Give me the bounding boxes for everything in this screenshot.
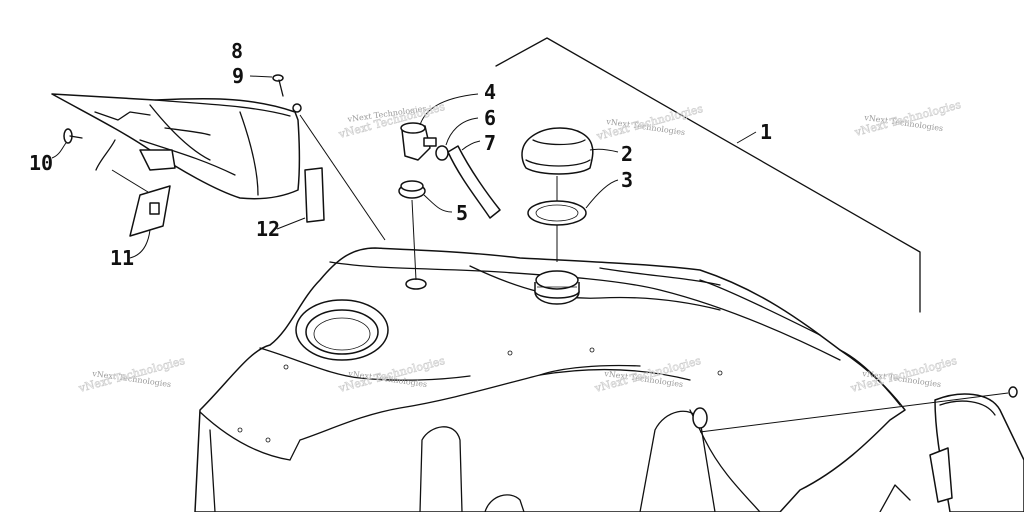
callouts: 1 2 3 4 5 6 7 8 9 10 11 12 [29,39,772,270]
screw-9 [249,74,284,97]
callout-5: 5 [456,201,468,225]
fuel-cap-2 [521,127,619,262]
callout-7: 7 [484,131,496,155]
callout-9: 9 [232,64,244,88]
callout-11: 11 [110,246,134,270]
hose-7 [447,140,501,219]
callout-4: 4 [484,80,496,104]
filter-strip-12 [276,167,325,230]
callout-6: 6 [484,106,496,130]
o-ring-3 [527,179,619,226]
side-panel [699,386,1024,512]
assembly-bracket [495,37,921,313]
callout-3: 3 [621,168,633,192]
fuel-tank [194,247,906,512]
callout-8: 8 [231,39,243,63]
callout-10: 10 [29,151,53,175]
callout-12: 12 [256,217,280,241]
bracket-11 [129,185,171,259]
grommet-5 [398,180,453,281]
callout-1: 1 [760,120,772,144]
callout-2: 2 [621,142,633,166]
fuel-pump-assembly [51,93,386,241]
rivet-10 [51,128,83,159]
clamp-6 [435,117,479,161]
vent-valve-4 [400,93,479,161]
